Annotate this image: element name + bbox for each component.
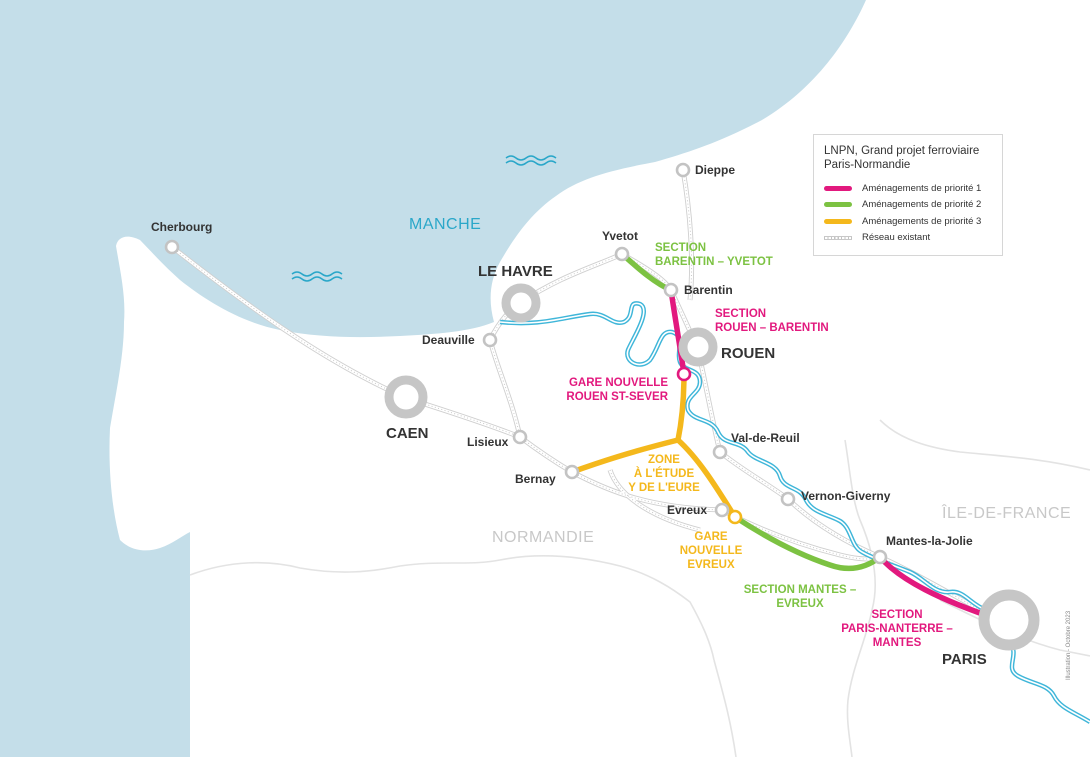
legend-item-existing: Réseau existant — [824, 230, 992, 247]
svg-text:SECTION: SECTION — [715, 308, 766, 320]
city-label-lisieux: Lisieux — [467, 435, 509, 449]
city-label-evreux: Evreux — [667, 503, 707, 517]
svg-text:À L'ÉTUDE: À L'ÉTUDE — [634, 467, 695, 480]
vernon-giverny-marker — [780, 491, 796, 507]
barentin-marker — [663, 282, 679, 298]
legend-label: Aménagements de priorité 2 — [862, 199, 982, 211]
legend-item-priority2: Aménagements de priorité 2 — [824, 197, 992, 214]
svg-text:SECTION MANTES –: SECTION MANTES – — [744, 584, 857, 596]
credit-text: Illustration - Octobre 2023 — [1066, 610, 1072, 680]
legend-label: Réseau existant — [862, 232, 931, 244]
bernay-marker — [564, 464, 580, 480]
region-label-normandie: NORMANDIE — [492, 529, 594, 546]
svg-text:NOUVELLE: NOUVELLE — [680, 545, 743, 557]
val-de-reuil-marker — [712, 444, 728, 460]
svg-text:MANTES: MANTES — [873, 637, 922, 649]
cherbourg-marker — [164, 239, 180, 255]
dieppe-marker — [675, 162, 691, 178]
legend-item-priority3: Aménagements de priorité 3 — [824, 213, 992, 230]
yvetot-marker — [614, 246, 630, 262]
city-label-barentin: Barentin — [684, 283, 733, 297]
legend-swatch-priority3 — [824, 218, 852, 224]
city-label-dieppe: Dieppe — [695, 163, 735, 177]
legend-swatch-priority2 — [824, 202, 852, 208]
sea-wave-icon — [505, 155, 557, 166]
legend-label: Aménagements de priorité 3 — [862, 215, 982, 227]
section-label-gare-evreux: GARE NOUVELLE EVREUX — [680, 531, 743, 571]
rouen-marker — [678, 327, 718, 367]
priority3-line — [675, 371, 687, 443]
city-label-le-havre: LE HAVRE — [478, 263, 553, 280]
city-label-paris: PARIS — [942, 651, 987, 668]
section-label-barentin-yvetot: SECTION BARENTIN – YVETOT — [655, 242, 773, 268]
svg-text:SECTION: SECTION — [655, 242, 706, 254]
lisieux-marker — [512, 429, 528, 445]
svg-text:Y DE L'EURE: Y DE L'EURE — [628, 482, 700, 494]
le-havre-marker — [501, 283, 541, 323]
sea-wave-icon — [291, 271, 343, 282]
station-markers — [164, 162, 888, 565]
priority3-line — [675, 437, 738, 520]
region-label-ile-de-france: ÎLE-DE-FRANCE — [941, 503, 1071, 522]
deauville-marker — [482, 332, 498, 348]
svg-text:ROUEN ST-SEVER: ROUEN ST-SEVER — [566, 391, 668, 403]
city-label-rouen: ROUEN — [721, 345, 775, 362]
mantes-marker — [872, 549, 888, 565]
evreux-marker — [714, 502, 730, 518]
city-label-val-de-reuil: Val-de-Reuil — [731, 431, 800, 445]
section-label-rouen-barentin: SECTION ROUEN – BARENTIN — [715, 308, 829, 334]
priority3-line — [569, 437, 681, 475]
svg-text:GARE: GARE — [694, 531, 728, 543]
city-label-mantes: Mantes-la-Jolie — [886, 534, 973, 548]
svg-text:ZONE: ZONE — [648, 454, 680, 466]
sea-label: MANCHE — [409, 216, 481, 233]
svg-text:EVREUX: EVREUX — [687, 559, 735, 571]
svg-text:PARIS-NANTERRE –: PARIS-NANTERRE – — [841, 623, 953, 635]
legend-title: LNPN, Grand projet ferroviaire Paris-Nor… — [824, 145, 980, 171]
city-label-deauville: Deauville — [422, 333, 475, 347]
legend-label: Aménagements de priorité 1 — [862, 182, 982, 194]
section-label-mantes-evreux: SECTION MANTES – EVREUX — [744, 584, 857, 610]
existing-rail-network — [170, 169, 1002, 623]
city-label-bernay: Bernay — [515, 472, 556, 486]
priority1-line — [668, 287, 687, 377]
section-label-paris-mantes: SECTION PARIS-NANTERRE – MANTES — [841, 609, 953, 649]
section-label-gare-rouen: GARE NOUVELLE ROUEN ST-SEVER — [566, 377, 668, 403]
legend-item-priority1: Aménagements de priorité 1 — [824, 180, 992, 197]
gare-evreux-marker — [727, 509, 743, 525]
major-city-markers — [384, 283, 1040, 651]
priority2-line — [732, 514, 883, 572]
city-label-cherbourg: Cherbourg — [151, 220, 212, 234]
city-label-caen: CAEN — [386, 425, 429, 442]
svg-text:SECTION: SECTION — [871, 609, 922, 621]
svg-text:GARE NOUVELLE: GARE NOUVELLE — [569, 377, 668, 389]
gare-rouen-st-sever-marker — [676, 366, 692, 382]
city-label-vernon-giverny: Vernon-Giverny — [801, 489, 891, 503]
legend: LNPN, Grand projet ferroviaire Paris-Nor… — [813, 134, 1003, 256]
paris-marker — [978, 589, 1040, 651]
section-label-zone-etude: ZONE À L'ÉTUDE Y DE L'EURE — [628, 454, 700, 494]
svg-text:ROUEN – BARENTIN: ROUEN – BARENTIN — [715, 322, 829, 334]
svg-text:BARENTIN – YVETOT: BARENTIN – YVETOT — [655, 256, 773, 268]
sea-area — [0, 0, 866, 757]
caen-marker — [384, 375, 428, 419]
legend-swatch-existing — [824, 235, 852, 240]
svg-text:EVREUX: EVREUX — [776, 598, 824, 610]
legend-swatch-priority1 — [824, 185, 852, 191]
city-label-yvetot: Yvetot — [602, 229, 638, 243]
